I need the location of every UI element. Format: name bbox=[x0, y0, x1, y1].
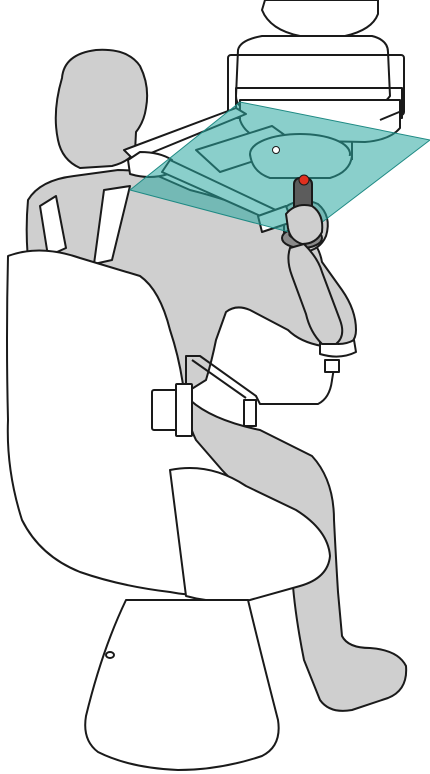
right-forearm bbox=[287, 242, 344, 345]
gripping-hand bbox=[284, 204, 324, 246]
chair bbox=[6, 249, 331, 771]
sensor-box bbox=[151, 383, 193, 437]
handle-position-marker bbox=[298, 174, 310, 186]
workspace-plane bbox=[128, 101, 430, 237]
start-target-marker bbox=[272, 146, 280, 154]
signal-cable bbox=[185, 355, 340, 427]
